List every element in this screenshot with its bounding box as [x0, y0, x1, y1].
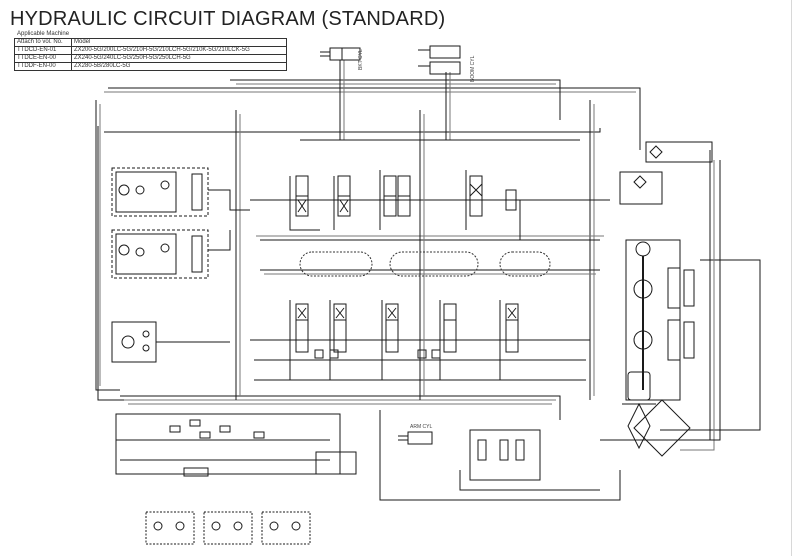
arm-cylinder-label: ARM CYL — [410, 424, 432, 430]
applicable-machine-label: Applicable Machine — [17, 31, 70, 37]
pilot-valve-upper — [111, 167, 250, 217]
filter-cooler-block — [619, 141, 713, 205]
engine-block — [622, 371, 656, 450]
travel-valve-block — [469, 429, 541, 481]
model-cell: ZX280-5B/280LC-5G — [71, 62, 287, 71]
bucket-cylinder-label: BKT CYL — [358, 49, 364, 70]
page-edge — [791, 0, 792, 556]
main-pump-block — [625, 239, 695, 401]
remote-control-valves — [145, 511, 311, 545]
control-valve-bottom-row — [289, 300, 519, 380]
diagram-title: HYDRAULIC CIRCUIT DIAGRAM (STANDARD) — [10, 8, 446, 30]
pilot-manifold — [115, 413, 357, 477]
bucket-cylinder — [320, 47, 361, 61]
arm-cylinder — [398, 431, 433, 445]
tank-filter — [633, 399, 691, 457]
boom-cylinder — [418, 45, 461, 75]
rcv-symbols — [153, 521, 301, 531]
boom-cylinder-label: BOOM CYL — [470, 55, 476, 82]
pilot-valve-lower — [111, 229, 231, 279]
valve-housing-rounded — [299, 251, 551, 277]
table-row: TTDDF-EN-00 ZX280-5B/280LC-5G — [14, 62, 287, 71]
applicable-machine-table: Attach to vol. No. Model TTDCD-EN-01 ZX2… — [14, 38, 287, 71]
swing-motor-block — [111, 321, 230, 363]
outer-piping — [95, 60, 761, 501]
control-valve-top-row — [289, 170, 521, 240]
